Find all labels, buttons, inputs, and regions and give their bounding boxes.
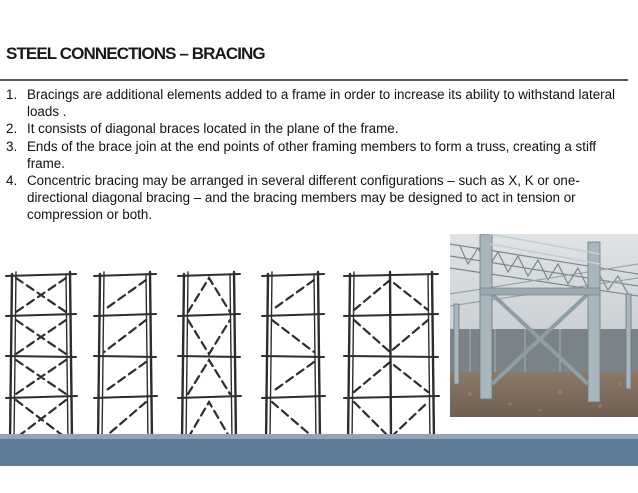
list-number: 1. <box>6 87 18 102</box>
frame-v-bracing <box>177 270 242 444</box>
list-text: Ends of the brace join at the end points… <box>27 138 597 171</box>
list-item: 2. It consists of diagonal braces located… <box>6 120 631 137</box>
bullet-list: 1. Bracings are additional elements added… <box>6 86 631 224</box>
list-item: 3. Ends of the brace join at the end poin… <box>6 138 631 172</box>
list-item: 1. Bracings are additional elements added… <box>6 86 631 120</box>
list-item: 4. Concentric bracing may be arranged in … <box>6 172 631 224</box>
footer-band <box>0 434 638 466</box>
bracing-sketches <box>5 270 440 444</box>
frame-x-bracing <box>5 270 78 444</box>
list-text: It consists of diagonal braces located i… <box>27 121 399 137</box>
frame-alternating-diagonal <box>261 270 326 444</box>
title-divider <box>0 79 628 81</box>
list-number: 4. <box>6 173 18 189</box>
frame-two-bay-bracing <box>343 270 440 444</box>
list-text: Concentric bracing may be arranged in se… <box>27 173 580 223</box>
list-number: 2. <box>6 121 18 137</box>
list-number: 3. <box>6 138 18 154</box>
list-text: Bracings are additional elements added t… <box>27 87 616 120</box>
slide-title: STEEL CONNECTIONS – BRACING <box>6 44 266 63</box>
footer-stripe <box>0 434 638 439</box>
steel-frame-photo <box>450 234 638 417</box>
frame-single-diagonal <box>93 270 158 444</box>
